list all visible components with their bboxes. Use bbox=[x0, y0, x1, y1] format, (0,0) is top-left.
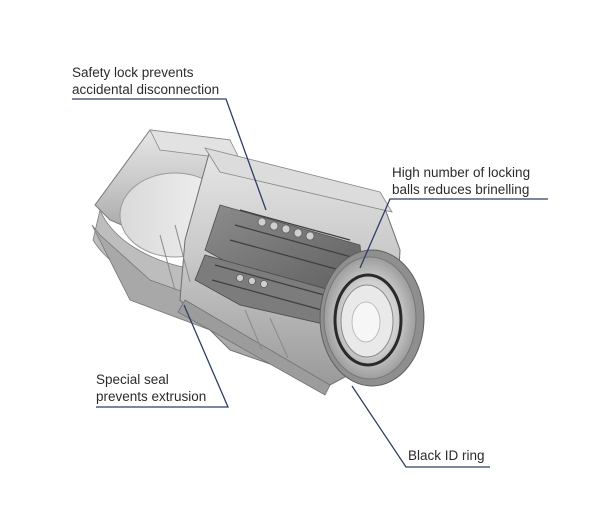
callout-locking-balls-line1: High number of locking bbox=[392, 165, 531, 180]
callout-safety-lock-line2: accidental disconnection bbox=[72, 82, 220, 97]
callout-black-ring: Black ID ring bbox=[408, 447, 485, 464]
front-face bbox=[319, 249, 425, 387]
leader-locking-balls bbox=[359, 198, 548, 269]
callout-black-ring-line1: Black ID ring bbox=[408, 448, 485, 463]
callout-locking-balls-line2: balls reduces brinelling bbox=[392, 182, 530, 197]
leader-safety-lock bbox=[72, 98, 267, 211]
callout-special-seal-line1: Special seal bbox=[96, 372, 169, 387]
callout-special-seal-line2: prevents extrusion bbox=[96, 389, 207, 404]
callout-safety-lock: Safety lock prevents accidental disconne… bbox=[72, 64, 219, 98]
callout-special-seal: Special seal prevents extrusion bbox=[96, 371, 206, 405]
black-id-ring bbox=[333, 273, 403, 367]
callout-locking-balls: High number of locking balls reduces bri… bbox=[392, 164, 530, 198]
leader-lines bbox=[72, 98, 548, 468]
leader-special-seal bbox=[96, 304, 229, 408]
callout-safety-lock-line1: Safety lock prevents bbox=[72, 65, 194, 80]
leader-black-ring bbox=[351, 385, 490, 468]
